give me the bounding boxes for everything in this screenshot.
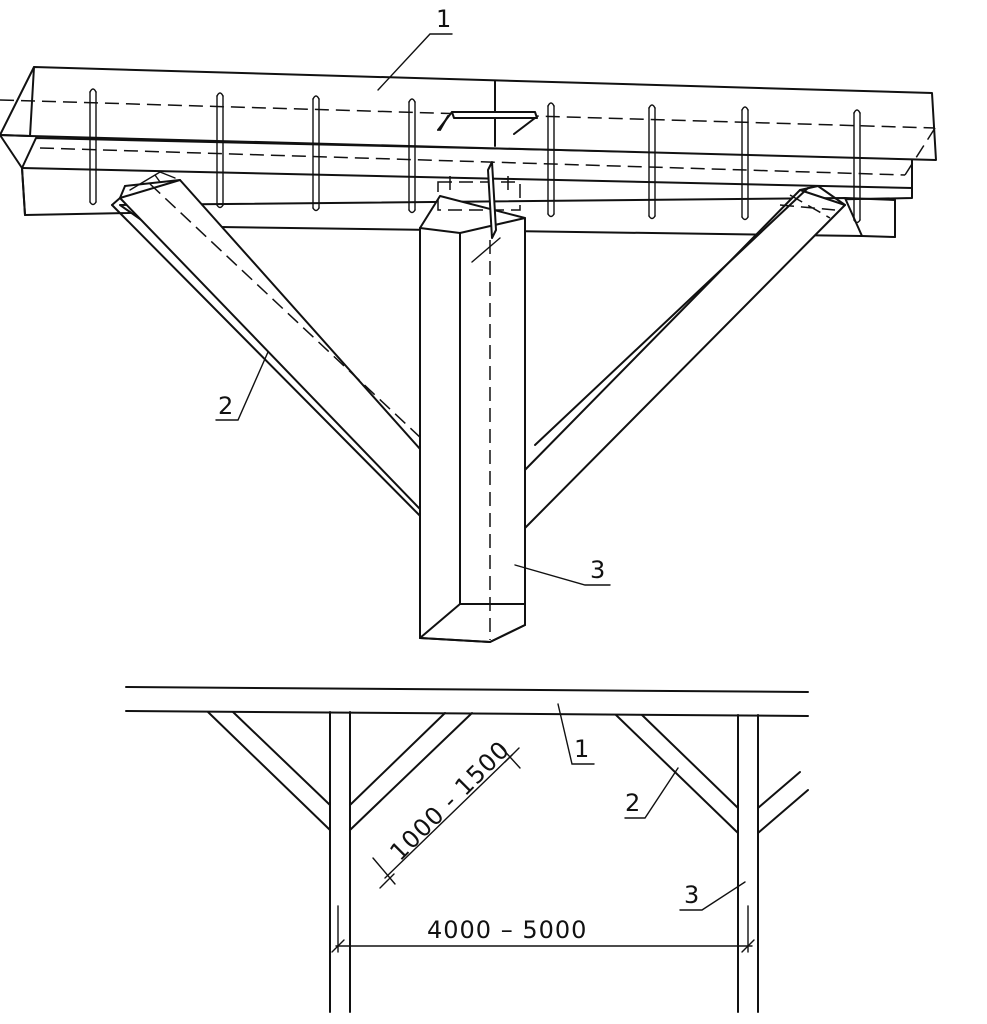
dimension-post-spacing: 4000 – 5000 [331,905,755,953]
label-bottom-beam: 1 [574,735,589,763]
isometric-labels: 1 2 3 [215,5,611,586]
elevation-beam [125,686,809,717]
right-brace [484,185,846,530]
label-bottom-post: 3 [684,881,699,909]
lower-beam [21,137,913,238]
label-top-beam: 1 [436,5,451,33]
elevation-labels: 1 2 3 [557,703,746,911]
label-top-post: 3 [590,556,605,584]
dimension-brace-length-text: 1000 - 1500 [384,735,515,866]
dimension-brace-length: 1000 - 1500 [372,735,521,889]
elevation-posts [329,711,759,1013]
isometric-view: 1 2 3 [0,5,937,643]
splice-cramp [437,111,538,135]
label-bottom-brace: 2 [625,789,640,817]
elevation-view: 1000 - 1500 4000 – 5000 1 2 3 [125,686,809,1013]
bolts [89,88,861,224]
dimension-post-spacing-text: 4000 – 5000 [427,916,587,944]
post [419,161,526,643]
label-top-brace: 2 [218,392,233,420]
left-brace [111,171,477,537]
elevation-braces [207,711,809,834]
